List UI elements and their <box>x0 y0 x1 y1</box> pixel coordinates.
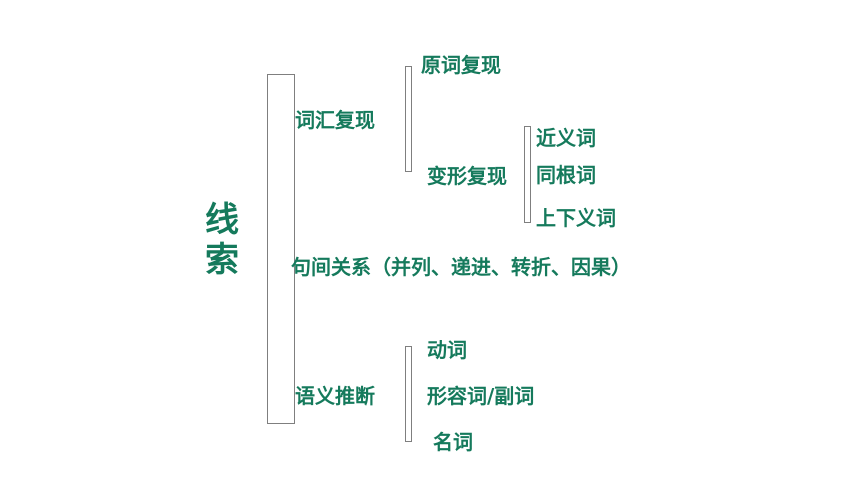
vocab-bracket <box>405 66 412 172</box>
noun-label: 名词 <box>433 430 473 454</box>
root-label: 线 索 <box>202 200 242 280</box>
root-label-line2: 索 <box>205 240 239 280</box>
cognate-label: 同根词 <box>536 163 596 187</box>
adj-adv-label: 形容词/副词 <box>427 384 535 408</box>
variant-repetition-label: 变形复现 <box>427 164 507 188</box>
hyponym-label: 上下义词 <box>536 206 616 230</box>
variant-bracket <box>524 126 531 223</box>
verb-label: 动词 <box>427 338 467 362</box>
main-bracket <box>267 74 295 424</box>
vocab-repetition-label: 词汇复现 <box>295 108 375 132</box>
original-repetition-label: 原词复现 <box>421 53 501 77</box>
root-label-line1: 线 <box>205 200 239 240</box>
sentence-relation-label: 句间关系（并列、递进、转折、因果） <box>291 255 631 279</box>
synonym-label: 近义词 <box>536 126 596 150</box>
semantic-inference-label: 语义推断 <box>295 384 375 408</box>
semantic-bracket <box>405 346 412 442</box>
